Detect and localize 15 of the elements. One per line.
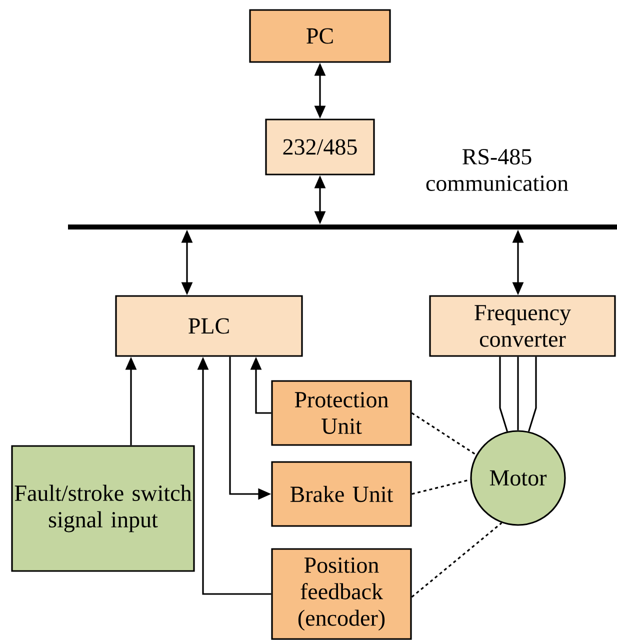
- wire: [517, 356, 519, 430]
- wire: [528, 356, 537, 432]
- dashed-line: [412, 478, 470, 495]
- bus-label: RS-485 communication: [426, 148, 568, 191]
- dashed-line: [411, 522, 502, 598]
- process-box: 232/485: [265, 118, 375, 176]
- process-box: Brake Unit: [271, 461, 412, 527]
- process-box: PC: [249, 9, 391, 63]
- process-box: Frequency converter: [429, 295, 616, 357]
- process-box: Position feedback (encoder): [271, 548, 412, 640]
- input-box: Fault/stroke switch signal input: [11, 445, 195, 572]
- process-box: PLC: [115, 295, 303, 357]
- process-box: Protection Unit: [271, 380, 412, 446]
- wire: [499, 356, 508, 432]
- dashed-line: [411, 412, 477, 456]
